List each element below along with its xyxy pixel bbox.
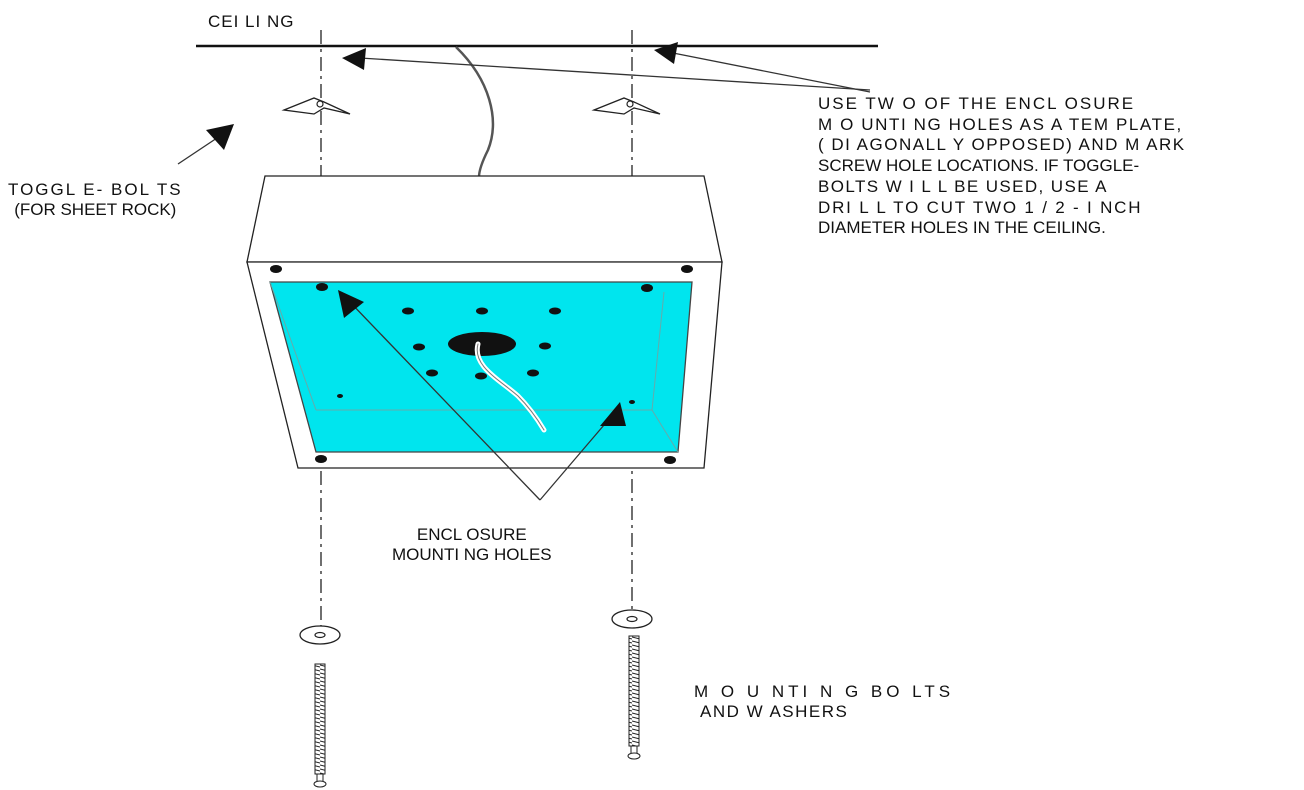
- mounting-bolts-label: M O U NTI N G BO LTS AND W ASHERS: [694, 682, 954, 722]
- enclosure-holes-line: ENCL OSURE: [416, 525, 527, 544]
- instruction-line: SCREW HOLE LOCATIONS. IF TOGGLE-: [818, 156, 1140, 176]
- instruction-label: USE TW O OF THE ENCL OSURE M O UNTI NG H…: [818, 94, 1186, 239]
- mounting-bolt-icon: [627, 635, 641, 760]
- toggle-bolt-icon: [591, 97, 661, 115]
- enclosure-holes: [270, 265, 693, 464]
- arrow-icon: [206, 42, 678, 426]
- instruction-line: ( DI AGONALL Y OPPOSED) AND M ARK: [818, 135, 1186, 155]
- enclosure-holes-line: MOUNTI NG HOLES: [392, 545, 552, 565]
- cable-hole: [448, 332, 516, 356]
- enclosure: [246, 175, 723, 469]
- mounting-bolts-line: AND W ASHERS: [700, 702, 849, 722]
- mounting-bolt-icon: [313, 663, 327, 788]
- instruction-line: DIAMETER HOLES IN THE CEILING.: [818, 218, 1106, 238]
- instruction-line: M O UNTI NG HOLES AS A TEM PLATE,: [818, 114, 1183, 134]
- instruction-line: USE TW O OF THE ENCL OSURE: [818, 94, 1136, 113]
- cable: [455, 46, 495, 183]
- ceiling-label: CEI LI NG: [208, 12, 295, 31]
- toggle-bolts-line: (FOR SHEET ROCK): [14, 200, 177, 220]
- mounting-bolts-line: M O U NTI N G BO LTS: [694, 682, 955, 701]
- instruction-line: BOLTS W I L L BE USED, USE A: [818, 176, 1108, 196]
- instruction-line: DRI L L TO CUT TWO 1 / 2 - I NCH: [818, 197, 1143, 217]
- toggle-bolts-line: TOGGL E- BOL TS: [8, 180, 183, 199]
- washer-icon: [611, 609, 653, 629]
- washer-icon: [299, 625, 341, 645]
- toggle-bolt-icon: [281, 97, 351, 115]
- leader-lines: [177, 51, 871, 501]
- toggle-bolts-label: TOGGL E- BOL TS (FOR SHEET ROCK): [8, 180, 183, 220]
- enclosure-holes-label: ENCL OSURE MOUNTI NG HOLES: [392, 525, 552, 565]
